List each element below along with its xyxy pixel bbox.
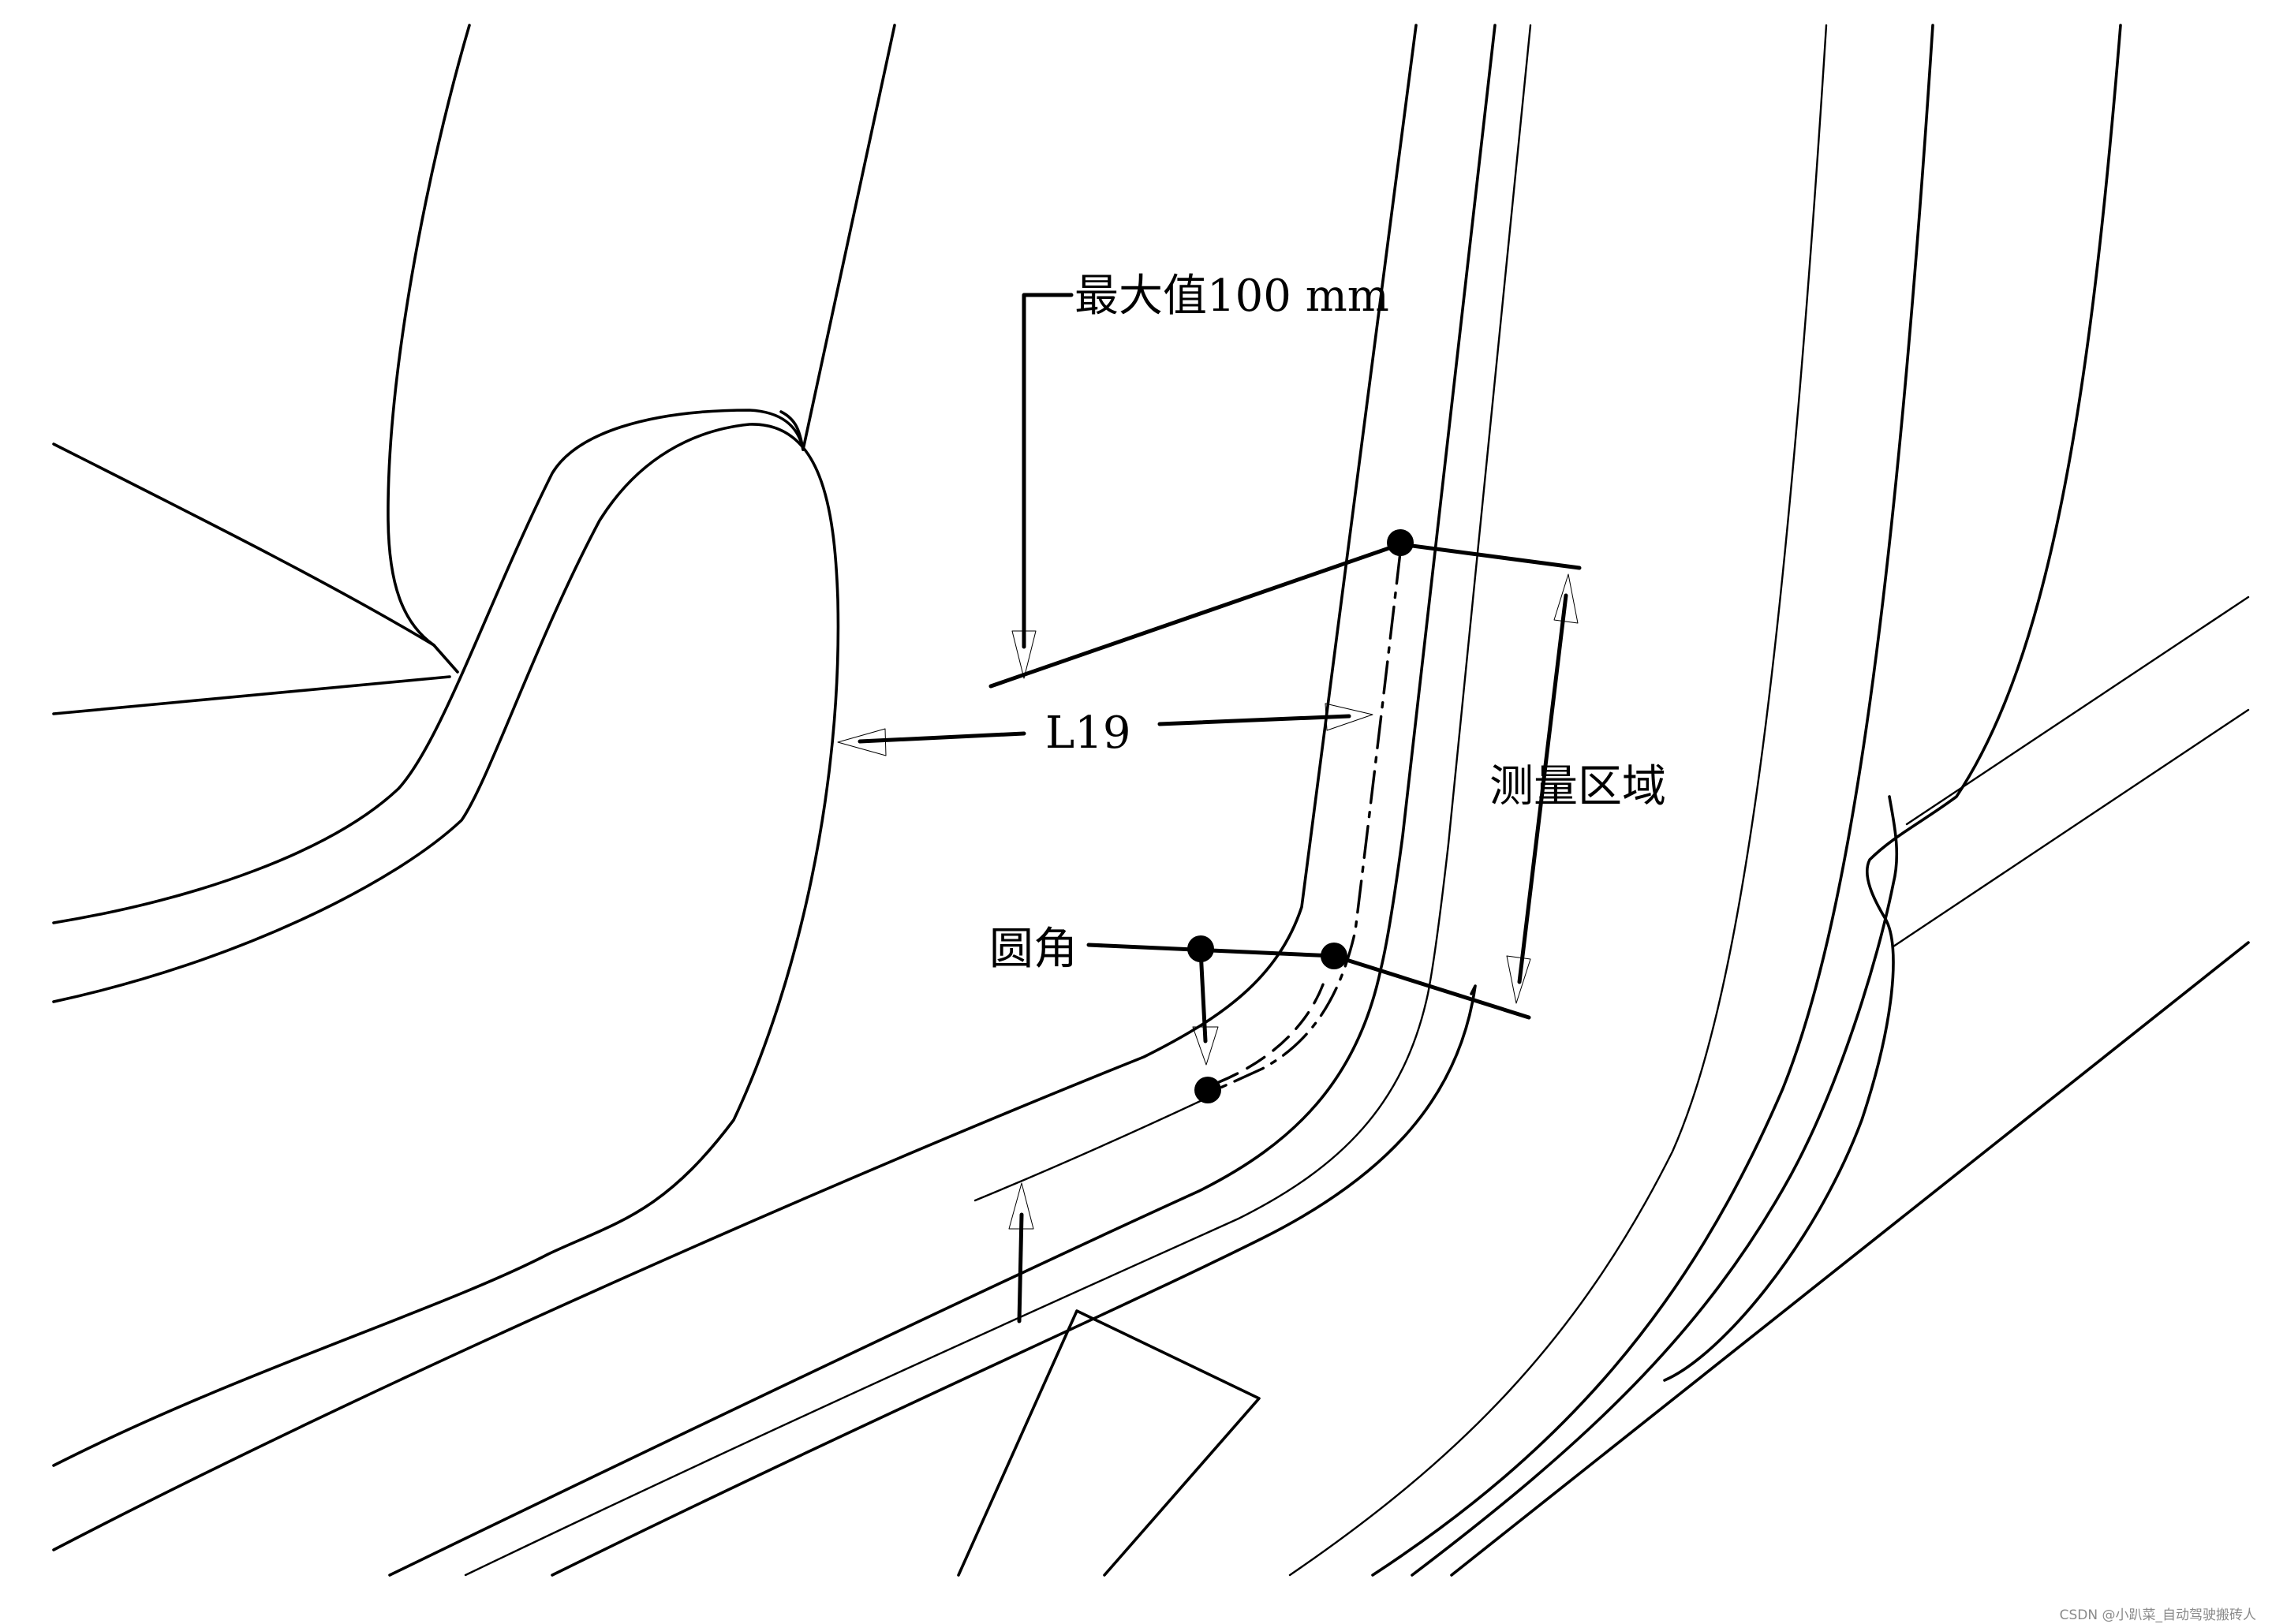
fillet-label: 圆角	[989, 924, 1078, 975]
sill-line-1	[52, 24, 1418, 1551]
left-pillar-left-edge	[387, 24, 471, 647]
rocker-recess	[957, 1309, 1261, 1577]
measure-region-label: 测量区域	[1489, 761, 1666, 812]
l19-label: L19	[1045, 707, 1130, 759]
hump-bevel	[779, 410, 805, 451]
body-geometry	[52, 24, 2250, 1577]
sill-offset-line	[973, 1091, 1220, 1202]
fillet-dashed-curve	[1217, 976, 1327, 1084]
fillet-arrowhead	[1192, 1026, 1219, 1066]
hump-inner	[52, 423, 840, 1467]
fillet-point-right	[1321, 943, 1347, 969]
left-horizontal-line	[52, 675, 451, 715]
measure-bottom-line	[1332, 954, 1531, 1020]
sill-line-3	[464, 24, 1532, 1577]
fillet-point-bottom	[1194, 1077, 1221, 1103]
right-diagonal-lower	[1450, 941, 2250, 1577]
hump-outer	[52, 409, 805, 924]
centerline-dashdot	[1217, 551, 1402, 1090]
fillet-drop-line	[1198, 948, 1208, 1043]
l19-dim-line-right	[1157, 714, 1351, 726]
right-pillar	[1663, 24, 2122, 1382]
l19-dim-line-left	[858, 731, 1026, 744]
measure-region-arrow-top	[1553, 573, 1579, 624]
right-curve-3	[1411, 795, 1899, 1577]
labels: 最大值100 mm L19 测量区域 圆角 CSDN @小趴菜_自动驾驶搬砖人	[989, 271, 2256, 1623]
measure-region-dim-line	[1517, 593, 1568, 984]
right-diagonal-upper-2	[1892, 708, 2250, 948]
measure-top-line	[1398, 542, 1582, 570]
annotations	[837, 293, 1582, 1323]
l19-arrow-right	[1325, 703, 1373, 731]
max-value-leader	[1022, 293, 1074, 649]
right-curve-1	[1288, 24, 1828, 1577]
left-pillar-right-edge	[802, 24, 896, 451]
right-curve-2	[1371, 24, 1934, 1577]
right-diagonal-upper-1	[1905, 595, 2250, 826]
max-value-label: 最大值100 mm	[1074, 271, 1389, 322]
max-value-base-line	[988, 542, 1403, 689]
sill-line-4	[551, 984, 1477, 1577]
watermark: CSDN @小趴菜_自动驾驶搬砖人	[2060, 1607, 2256, 1623]
measure-region-arrow-bottom	[1506, 955, 1531, 1004]
l19-arrow-left	[837, 728, 887, 756]
sill-line-2	[388, 24, 1497, 1577]
sill-up-arrowhead	[1008, 1182, 1034, 1230]
sill-up-arrow-shaft	[1017, 1212, 1024, 1323]
max-value-arrowhead	[1011, 630, 1037, 679]
left-upper-diagonal	[52, 442, 459, 674]
measure-top-point	[1387, 529, 1414, 556]
